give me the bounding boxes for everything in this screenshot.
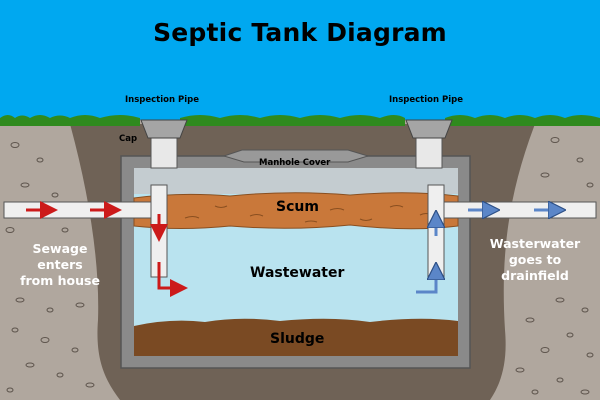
diagram-title: Septic Tank Diagram (153, 18, 447, 47)
sludge-label: Sludge (270, 331, 325, 347)
right-cap (405, 119, 453, 139)
gravel-pebbles (5, 137, 594, 395)
sludge-layer (134, 318, 458, 356)
wastewater-label: Wastewater (250, 265, 345, 281)
sky (0, 0, 600, 126)
scum-layer (133, 192, 459, 230)
cap-label: Cap (119, 134, 138, 144)
scum-label: Scum (276, 199, 319, 215)
inflow-arrows (26, 201, 188, 297)
inspection-pipe-right-label: Inspection Pipe (389, 95, 463, 105)
inspection-pipe-left-label: Inspection Pipe (125, 95, 199, 105)
manhole-cover-label: Manhole Cover (259, 158, 331, 168)
manhole-cover (222, 149, 370, 163)
inlet-description: Sewage enters from house (20, 241, 100, 288)
air-space (134, 168, 458, 194)
outlet-description: Wasterwater goes to drainfield (489, 236, 581, 283)
left-cap (140, 119, 188, 139)
outflow-arrow-turn (416, 268, 436, 294)
inflow-arrow-turn (157, 262, 188, 297)
outflow-arrows (416, 210, 560, 294)
outlet-pipe (443, 201, 597, 219)
